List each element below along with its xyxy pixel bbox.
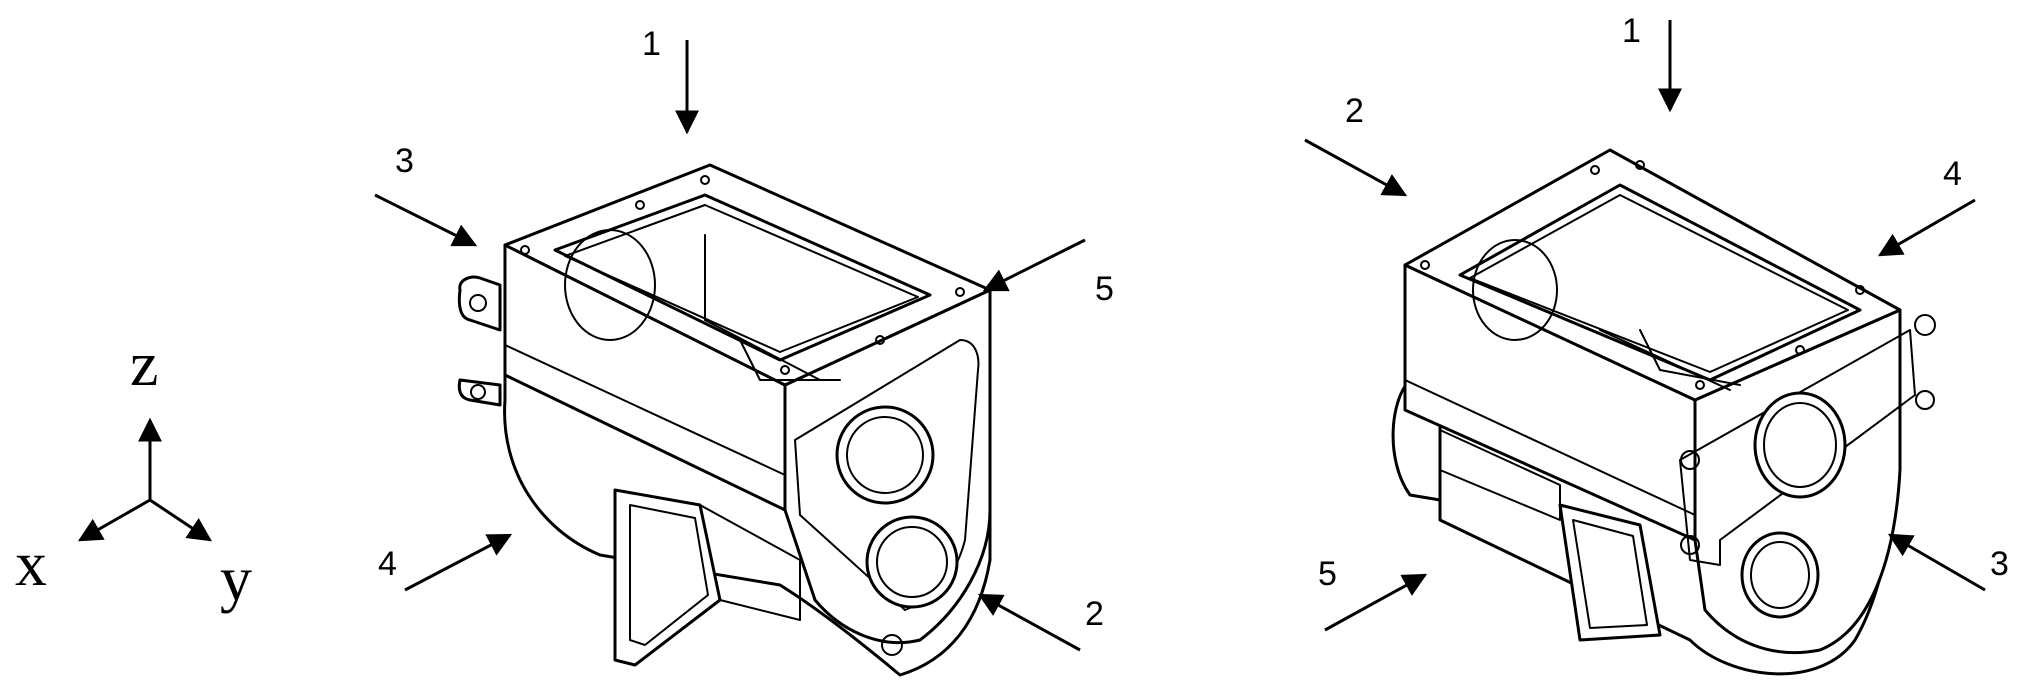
right-view-arrow-4 (1877, 198, 1976, 257)
left-housing-lug-hole-upper (469, 294, 487, 312)
right-housing-lower-port (1558, 503, 1662, 642)
right-view-arrow-2 (1304, 138, 1408, 197)
right-housing-inner-rib (1639, 329, 1741, 386)
right-housing-bolt-hole (1590, 165, 1600, 175)
right-housing-lower-port-inner (1572, 519, 1648, 629)
right-housing-side-band-upper (1404, 379, 1696, 516)
left-view-arrow-3 (374, 193, 478, 247)
right-housing-opening-rim (1469, 194, 1849, 373)
right-view-label-1: 1 (1622, 12, 1641, 50)
right-housing-front-plate (1679, 329, 1916, 566)
left-view-label-3: 3 (395, 142, 414, 180)
right-housing-front-bore-lower-inner (1750, 541, 1810, 609)
left-housing-bolt-hole (700, 175, 710, 185)
left-view-label-1: 1 (642, 25, 661, 63)
right-housing-front-bore-lower (1740, 531, 1820, 619)
left-housing-front-bore-lower (865, 515, 959, 609)
right-view-label-2: 2 (1345, 92, 1364, 130)
left-housing-lower-port (613, 488, 722, 667)
left-view-label-4: 4 (378, 545, 397, 583)
right-housing-view: 1 2 4 5 3 (1304, 12, 2009, 676)
left-housing-side-band (504, 344, 786, 476)
right-view-label-4: 4 (1943, 155, 1962, 193)
left-view-label-2: 2 (1085, 595, 1104, 633)
left-housing-lug-hole-lower (470, 384, 486, 400)
x-axis-label: x (15, 528, 47, 599)
coordinate-axes: z x y (15, 328, 252, 614)
left-housing-lug-lower (457, 378, 502, 407)
right-housing-lug-hole-left-upper (1680, 450, 1700, 470)
left-housing-bolt-hole (780, 365, 790, 375)
right-housing-bolt-hole (1420, 260, 1430, 270)
left-housing-front-bore-upper (835, 405, 935, 505)
left-housing-bolt-hole (875, 335, 885, 345)
right-housing-bolt-hole (1795, 345, 1805, 355)
right-housing-bolt-hole (1695, 380, 1705, 390)
left-housing-opening-rim (564, 204, 919, 353)
y-axis-label: y (220, 543, 252, 614)
x-axis-arrow (77, 498, 151, 542)
left-housing-bolt-hole (955, 287, 965, 297)
left-view-arrow-5 (982, 238, 1086, 292)
left-housing-front-boss-hole (881, 634, 903, 656)
left-housing-inner-rib (739, 339, 841, 381)
left-housing-bolt-hole (520, 245, 530, 255)
right-housing-front-bore-upper (1753, 391, 1847, 499)
z-axis-label: z (130, 328, 158, 399)
right-view-arrow-3 (1887, 533, 1986, 592)
right-housing-top-opening (1458, 183, 1862, 382)
left-housing-lower-port-side (699, 504, 801, 621)
right-view-arrow-5 (1324, 573, 1428, 632)
left-view-label-5: 5 (1095, 270, 1114, 308)
left-housing-front-bore-upper-inner (846, 416, 924, 494)
right-view-label-3: 3 (1990, 545, 2009, 583)
left-housing-view: 1 3 5 4 2 (374, 25, 1114, 677)
left-housing-inner-bore (564, 229, 656, 341)
right-housing-side-recess (1439, 429, 1561, 521)
left-housing-bolt-hole (635, 200, 645, 210)
right-housing-lug-hole-left-lower (1680, 535, 1700, 555)
left-housing-front-bore-lower-inner (876, 526, 948, 598)
right-housing-lug-hole-upper (1914, 314, 1936, 336)
left-housing-inner-floor (704, 319, 821, 381)
right-housing-bolt-hole (1855, 285, 1865, 295)
right-housing-lug-hole-lower (1915, 390, 1935, 410)
left-housing-top-opening (553, 193, 932, 362)
left-view-arrow-2 (977, 593, 1081, 652)
right-housing-inner-bore (1472, 239, 1558, 341)
y-axis-arrow (149, 498, 212, 542)
right-housing-front-bore-upper-inner (1763, 402, 1837, 488)
right-housing-bolt-hole (1635, 160, 1645, 170)
right-view-label-5: 5 (1318, 555, 1337, 593)
left-housing-lower-port-inner (629, 504, 709, 646)
left-view-arrow-4 (404, 533, 513, 592)
left-housing-lug-upper (457, 275, 502, 332)
